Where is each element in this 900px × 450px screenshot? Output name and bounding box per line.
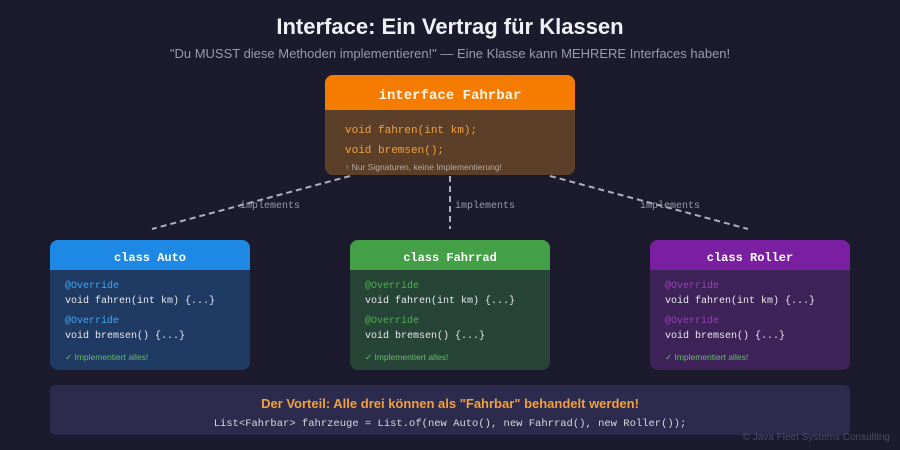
advantage-box: Der Vorteil: Alle drei können als "Fahrb… bbox=[50, 385, 850, 435]
method-fahren: void fahren(int km) {...} bbox=[665, 296, 816, 307]
method-fahren: void fahren(int km) {...} bbox=[65, 296, 216, 307]
override-annotation: @Override bbox=[365, 281, 420, 292]
override-annotation: @Override bbox=[65, 316, 120, 327]
method-fahren: void fahren(int km) {...} bbox=[365, 296, 516, 307]
class-fahrrad-note: ✓ Implementiert alles! bbox=[365, 352, 449, 362]
copyright: © Java Fleet Systems Consulting bbox=[742, 432, 890, 443]
class-fahrrad-box: class Fahrrad @Override void fahren(int … bbox=[350, 240, 550, 370]
override-annotation: @Override bbox=[665, 316, 720, 327]
implements-label-roller: implements bbox=[640, 201, 701, 212]
method-bremsen: void bremsen() {...} bbox=[665, 331, 786, 342]
interface-note: ↑ Nur Signaturen, keine Implementierung! bbox=[345, 162, 502, 172]
implements-label-fahrrad: implements bbox=[455, 201, 516, 212]
page-subtitle: "Du MUSST diese Methoden implementieren!… bbox=[169, 46, 731, 61]
implements-label-auto: implements bbox=[240, 201, 301, 212]
connector-auto bbox=[151, 175, 351, 230]
interface-method-fahren: void fahren(int km); bbox=[345, 125, 478, 137]
interface-fahrbar-box: interface Fahrbar void fahren(int km); v… bbox=[325, 75, 575, 175]
class-fahrrad-title: class Fahrrad bbox=[350, 240, 550, 270]
interface-method-bremsen: void bremsen(); bbox=[345, 145, 445, 157]
class-roller-title: class Roller bbox=[650, 240, 850, 270]
class-auto-box: class Auto @Override void fahren(int km)… bbox=[50, 240, 250, 370]
advantage-code: List<Fahrbar> fahrzeuge = List.of(new Au… bbox=[213, 418, 687, 430]
override-annotation: @Override bbox=[65, 281, 120, 292]
class-auto-note: ✓ Implementiert alles! bbox=[65, 352, 149, 362]
interface-title: interface Fahrbar bbox=[325, 75, 575, 110]
advantage-title: Der Vorteil: Alle drei können als "Fahrb… bbox=[261, 396, 639, 411]
method-bremsen: void bremsen() {...} bbox=[65, 331, 186, 342]
class-auto-title: class Auto bbox=[50, 240, 250, 270]
override-annotation: @Override bbox=[665, 281, 720, 292]
override-annotation: @Override bbox=[365, 316, 420, 327]
class-roller-note: ✓ Implementiert alles! bbox=[665, 352, 749, 362]
method-bremsen: void bremsen() {...} bbox=[365, 331, 486, 342]
page-title: Interface: Ein Vertrag für Klassen bbox=[276, 14, 624, 39]
connector-roller bbox=[549, 175, 749, 230]
class-roller-box: class Roller @Override void fahren(int k… bbox=[650, 240, 850, 370]
